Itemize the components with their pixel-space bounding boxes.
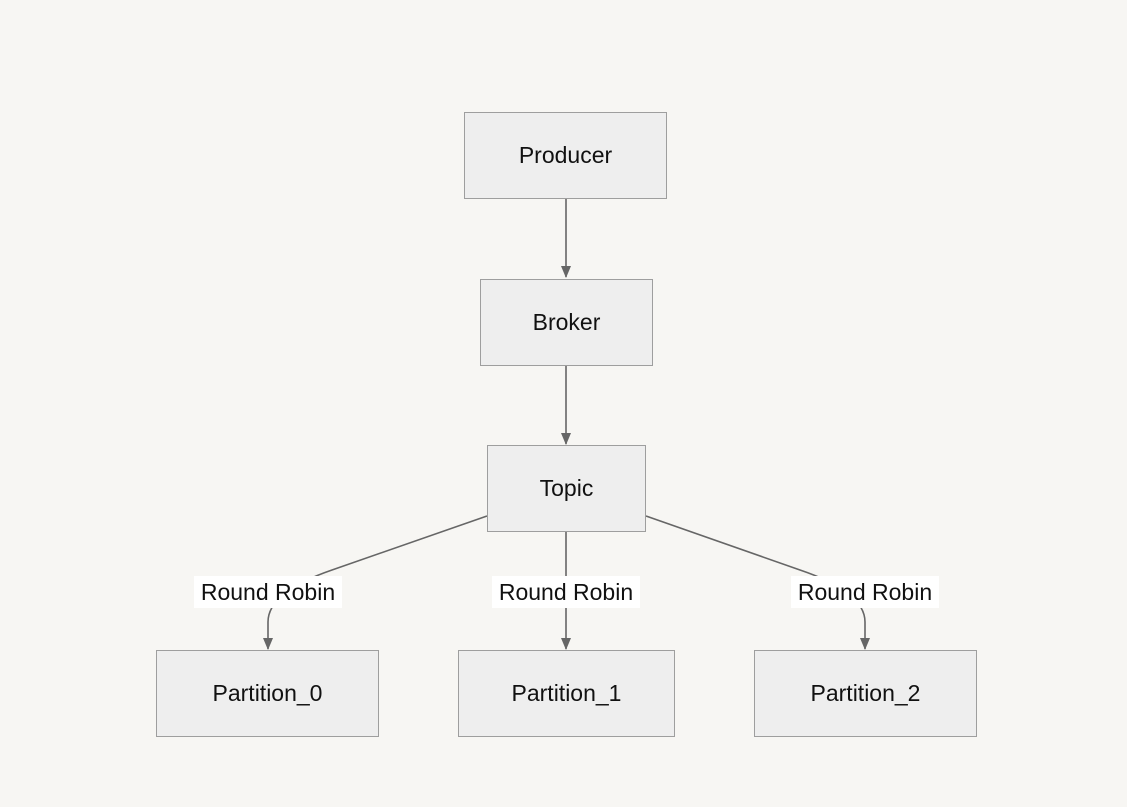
node-partition-0-label: Partition_0: [212, 680, 323, 706]
node-partition-0[interactable]: Partition_0: [156, 650, 379, 737]
node-topic-label: Topic: [539, 475, 594, 501]
node-broker-label: Broker: [532, 309, 601, 335]
node-partition-1-label: Partition_1: [511, 680, 622, 706]
node-topic[interactable]: Topic: [487, 445, 646, 532]
node-producer-label: Producer: [518, 142, 613, 168]
edge-label-topic-partition-1: Round Robin: [492, 576, 640, 608]
node-broker[interactable]: Broker: [480, 279, 653, 366]
node-partition-2[interactable]: Partition_2: [754, 650, 977, 737]
edge-label-topic-partition-0: Round Robin: [194, 576, 342, 608]
edge-label-topic-partition-2: Round Robin: [791, 576, 939, 608]
node-producer[interactable]: Producer: [464, 112, 667, 199]
node-partition-1[interactable]: Partition_1: [458, 650, 675, 737]
node-partition-2-label: Partition_2: [810, 680, 921, 706]
